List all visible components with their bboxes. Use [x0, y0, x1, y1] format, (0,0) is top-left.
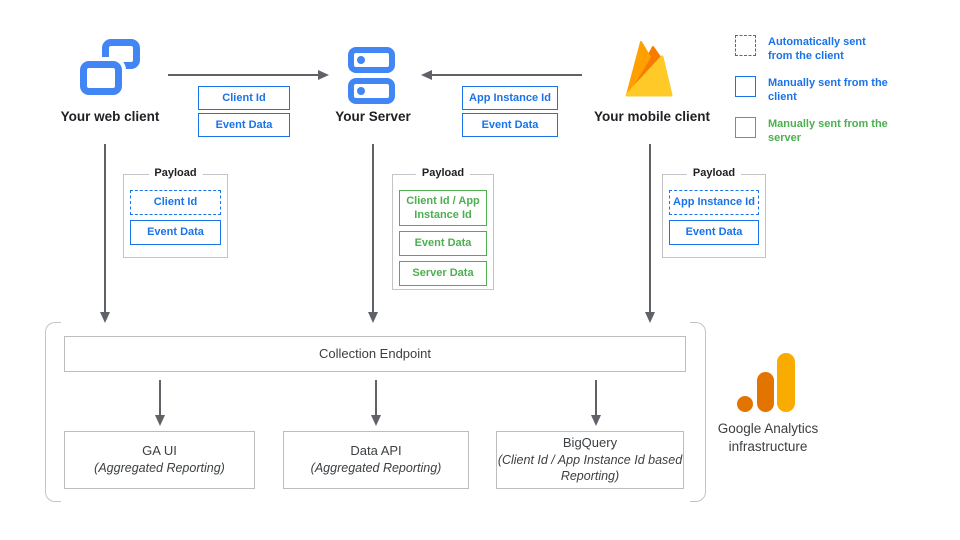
infrastructure-bracket-right — [690, 322, 706, 502]
browser-window-front — [80, 61, 122, 95]
payload-title: Payload — [148, 167, 203, 179]
server-label: Your Server — [335, 109, 411, 124]
bigquery-subtitle: (Client Id / App Instance Id based Repor… — [497, 453, 683, 484]
web-to-server-arrow-line — [168, 74, 320, 76]
ga-ui-box: GA UI (Aggregated Reporting) — [64, 431, 255, 489]
mobile-to-server-arrowhead-icon — [421, 70, 432, 80]
flow-tag-client-id: Client Id — [198, 86, 290, 110]
data-api-title: Data API — [350, 443, 402, 459]
legend-item-manual-server: Manually sent from the server — [735, 117, 893, 146]
payload-item-event-data: Event Data — [399, 231, 487, 256]
firebase-icon — [625, 41, 673, 97]
web-down-arrowhead-icon — [100, 312, 110, 323]
server-unit — [348, 47, 395, 73]
flow-tag-event-data: Event Data — [462, 113, 558, 137]
flow-tag-event-data: Event Data — [198, 113, 290, 137]
infrastructure-bracket-left — [45, 322, 61, 502]
google-analytics-logo-icon — [757, 372, 774, 412]
legend-item-auto-client: Automatically sent from the client — [735, 35, 893, 64]
payload-item-server-data: Server Data — [399, 261, 487, 286]
payload-item-event-data: Event Data — [130, 220, 221, 245]
endpoint-to-dataapi-arrow-line — [375, 380, 377, 415]
payload-item-app-instance-id: App Instance Id — [669, 190, 759, 215]
mobile-payload-box: Payload App Instance Id Event Data — [662, 167, 766, 258]
google-analytics-logo-icon — [737, 396, 753, 412]
web-to-server-arrowhead-icon — [318, 70, 329, 80]
solid-green-swatch-icon — [735, 117, 756, 138]
payload-item-client-or-app-id: Client Id / App Instance Id — [399, 190, 487, 226]
endpoint-to-gaui-arrowhead-icon — [155, 415, 165, 426]
web-payload-box: Payload Client Id Event Data — [123, 167, 228, 258]
payload-item-client-id: Client Id — [130, 190, 221, 215]
ga-ui-title: GA UI — [142, 443, 177, 459]
server-unit — [348, 78, 395, 104]
flow-tag-app-instance-id: App Instance Id — [462, 86, 558, 110]
collection-endpoint-box: Collection Endpoint — [64, 336, 686, 372]
payload-item-event-data: Event Data — [669, 220, 759, 245]
server-down-arrowhead-icon — [368, 312, 378, 323]
mobile-client-label: Your mobile client — [593, 109, 710, 124]
ga-ui-subtitle: (Aggregated Reporting) — [94, 461, 225, 476]
endpoint-to-bigquery-arrow-line — [595, 380, 597, 415]
mobile-down-arrow-line — [649, 144, 651, 312]
web-down-arrow-line — [104, 144, 106, 312]
solid-blue-swatch-icon — [735, 76, 756, 97]
endpoint-to-gaui-arrow-line — [159, 380, 161, 415]
bigquery-title: BigQuery — [562, 435, 618, 451]
legend-label: Manually sent from the client — [768, 77, 888, 104]
web-client-icon — [80, 37, 140, 97]
legend-label: Manually sent from the server — [768, 118, 888, 145]
server-down-arrow-line — [372, 144, 374, 312]
dashed-blue-swatch-icon — [735, 35, 756, 56]
web-client-label: Your web client — [60, 109, 160, 124]
payload-title: Payload — [415, 167, 471, 179]
google-analytics-logo-icon — [777, 353, 795, 412]
bigquery-box: BigQuery (Client Id / App Instance Id ba… — [496, 431, 684, 489]
endpoint-to-dataapi-arrowhead-icon — [371, 415, 381, 426]
server-icon — [348, 47, 395, 104]
data-api-subtitle: (Aggregated Reporting) — [310, 461, 442, 476]
mobile-down-arrowhead-icon — [645, 312, 655, 323]
infrastructure-caption: Google Analytics infrastructure — [717, 421, 819, 455]
server-payload-box: Payload Client Id / App Instance Id Even… — [392, 167, 494, 290]
mobile-to-server-arrow-line — [432, 74, 582, 76]
legend-item-manual-client: Manually sent from the client — [735, 76, 893, 105]
payload-title: Payload — [686, 167, 742, 179]
legend-label: Automatically sent from the client — [768, 36, 866, 63]
data-api-box: Data API (Aggregated Reporting) — [283, 431, 469, 489]
endpoint-to-bigquery-arrowhead-icon — [591, 415, 601, 426]
